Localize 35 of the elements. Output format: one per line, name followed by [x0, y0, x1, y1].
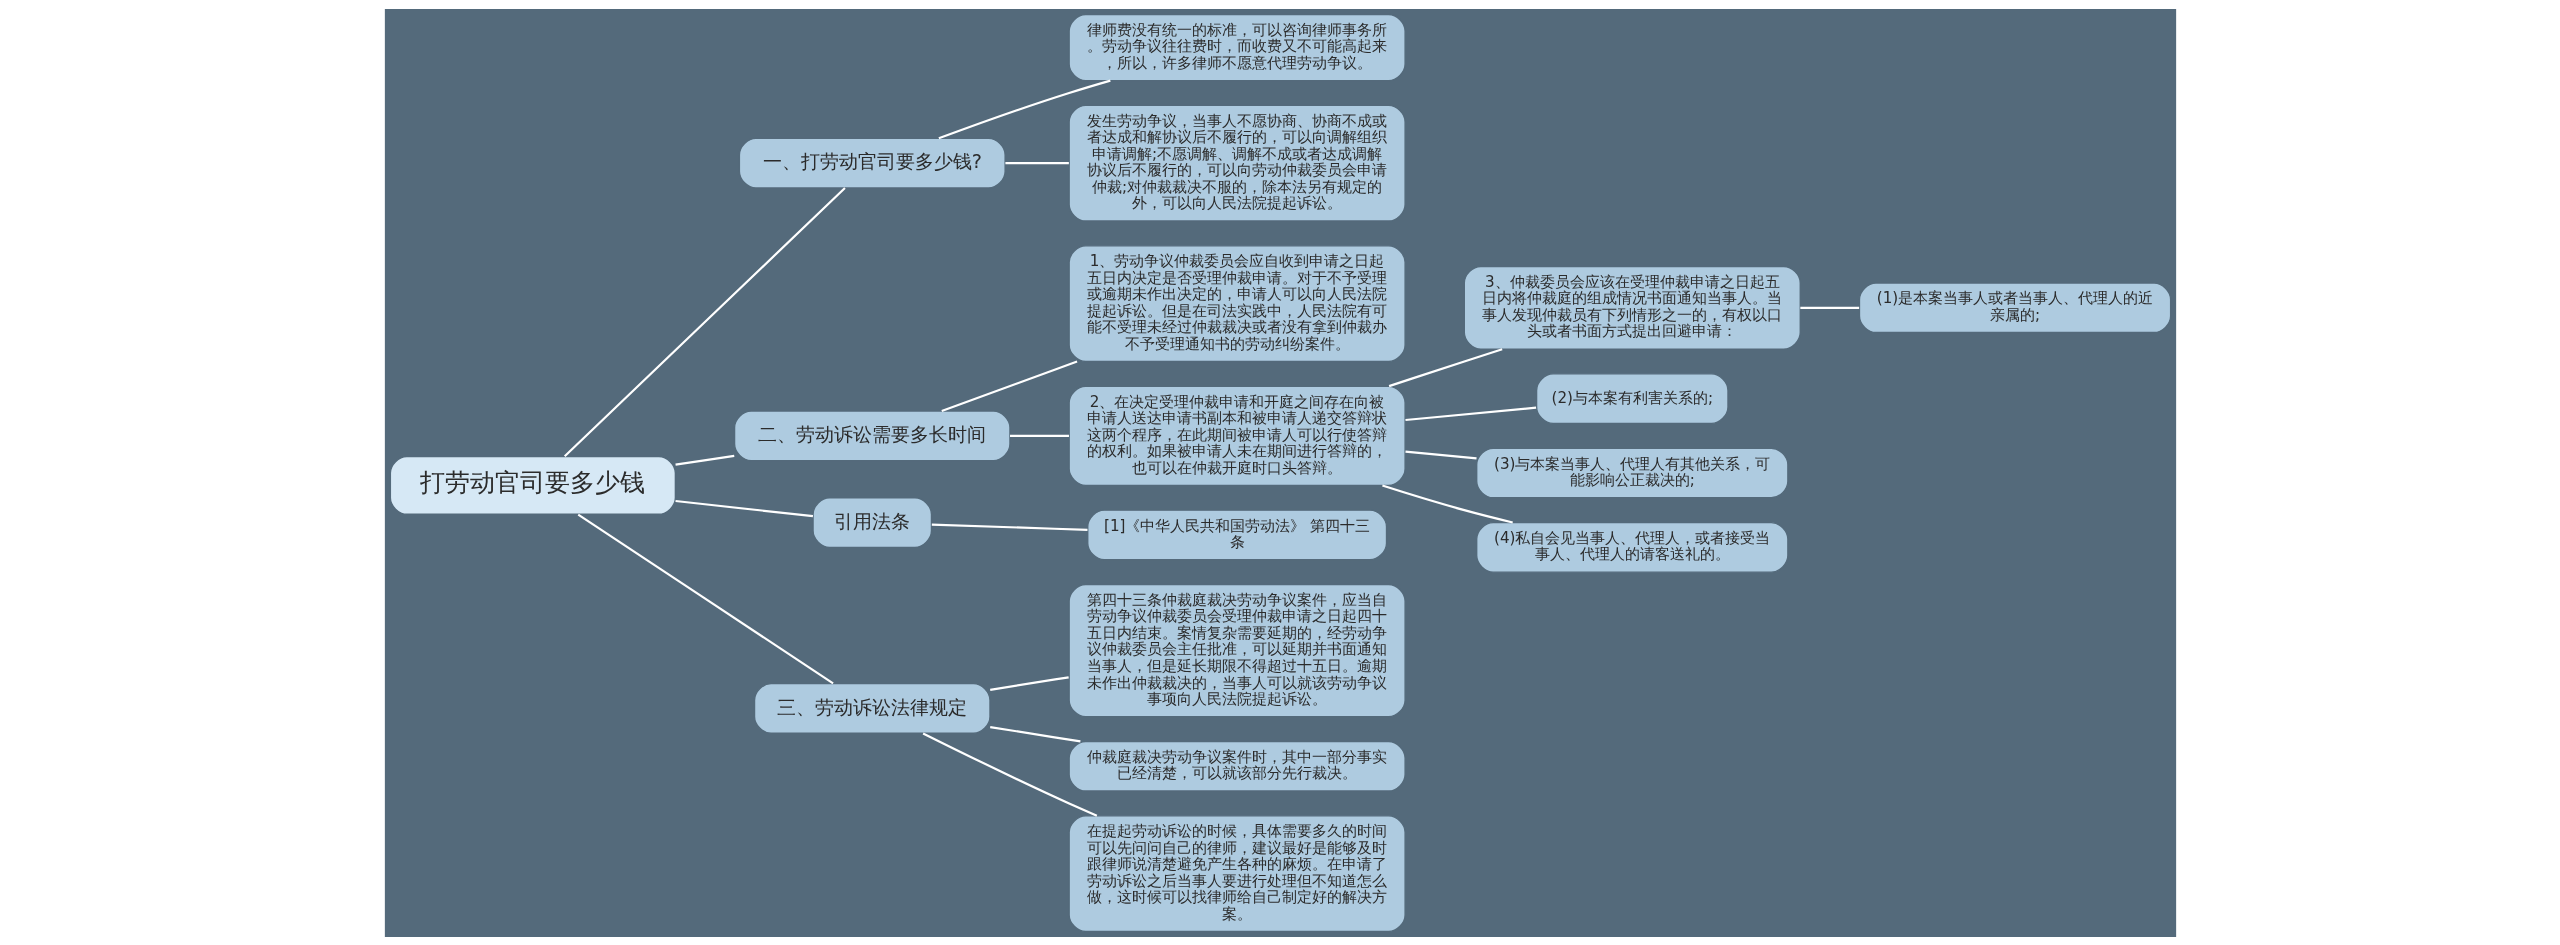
connector	[674, 499, 813, 517]
node-box: 发生劳动争议，当事人不愿协商、协商不成或者达成和解协议后不履行的，可以向调解组织申请调解;不愿调解、调解不成或者达成调解协议后不履行的，可以向劳动仲裁委员会申请仲裁;对仲裁裁决不服的，除本法另有规定的外，可以向人民法院提起诉讼。	[1067, 104, 1406, 222]
node-box: 二、劳动诉讼需要多长时间	[733, 409, 1011, 461]
node-box: 3、仲裁委员会应该在受理仲裁申请之日起五日内将仲裁庭的组成情况书面通知当事人。当事人发现仲裁员有下列情形之一的，有权以口头或者书面方式提出回避申请：	[1463, 265, 1801, 350]
connector	[922, 731, 1097, 817]
connector	[1381, 484, 1513, 524]
connector	[1404, 406, 1536, 421]
connector	[1404, 450, 1477, 459]
node-box: (1)是本案当事人或者当事人、代理人的近亲属的;	[1858, 281, 2171, 333]
node-box: (2)与本案有利害关系的;	[1535, 372, 1729, 424]
node-box: 三、劳动诉讼法律规定	[753, 682, 991, 734]
node-box: 第四十三条仲裁庭裁决劳动争议案件，应当自劳动争议仲裁委员会受理仲裁申请之日起四十五日内结束。案情复杂需要延期的，经劳动争议仲裁委员会主任批准，可以延期并书面通知当事人，但是延长期限不得超过十五日。逾期未作出仲裁裁决的，当事人可以就该劳动争议事项向人民法院提起诉讼。	[1067, 583, 1406, 717]
node-box: 1、劳动争议仲裁委员会应自收到申请之日起五日内决定是否受理仲裁申请。对于不予受理或逾期未作出决定的，申请人可以向人民法院提起诉讼。但是在司法实践中，人民法院有可能不受理未经过仲裁裁决或者没有拿到仲裁办不予受理通知书的劳动纠纷案件。	[1067, 244, 1406, 362]
connector	[931, 522, 1087, 531]
connector	[563, 186, 846, 457]
connector	[989, 725, 1081, 743]
connector	[989, 675, 1069, 691]
connector	[577, 513, 834, 684]
node-box: [1]《中华人民共和国劳动法》 第四十三条	[1086, 509, 1387, 560]
node-box: (3)与本案当事人、代理人有其他关系，可能影响公正裁决的;	[1475, 447, 1789, 498]
node-box: 在提起劳动诉讼的时候，具体需要多久的时间可以先问问自己的律师，建议最好是能够及时跟律师说清楚避免产生各种的麻烦。在申请了劳动诉讼之后当事人要进行处理但不知道怎么做，这时候可以找律师给自己制定好的解决方案。	[1067, 814, 1406, 932]
node-box: 律师费没有统一的标准，可以咨询律师事务所。劳动争议往往费时，而收费又不可能高起来，所以，许多律师不愿意代理劳动争议。	[1067, 13, 1406, 81]
connector	[940, 360, 1077, 412]
node-box: 打劳动官司要多少钱	[389, 455, 676, 515]
connector	[1388, 347, 1503, 387]
connector	[1004, 161, 1069, 164]
node-box: 2、在决定受理仲裁申请和开庭之间存在向被申请人送达申请书副本和被申请人递交答辩状这两个程序，在此期间被申请人可以行使答辩的权利。如果被申请人未在期间进行答辩的，也可以在仲裁开庭时口头答辩。	[1067, 385, 1406, 486]
connector	[1009, 434, 1069, 437]
connector	[674, 454, 734, 466]
node-box: (4)私自会见当事人、代理人，或者接受当事人、代理人的请客送礼的。	[1475, 521, 1789, 573]
connector	[1799, 306, 1859, 309]
connector	[937, 79, 1111, 139]
node-box: 一、打劳动官司要多少钱?	[738, 137, 1006, 189]
node-box: 引用法条	[811, 496, 932, 548]
node-box: 仲裁庭裁决劳动争议案件时，其中一部分事实已经清楚，可以就该部分先行裁决。	[1067, 740, 1406, 792]
